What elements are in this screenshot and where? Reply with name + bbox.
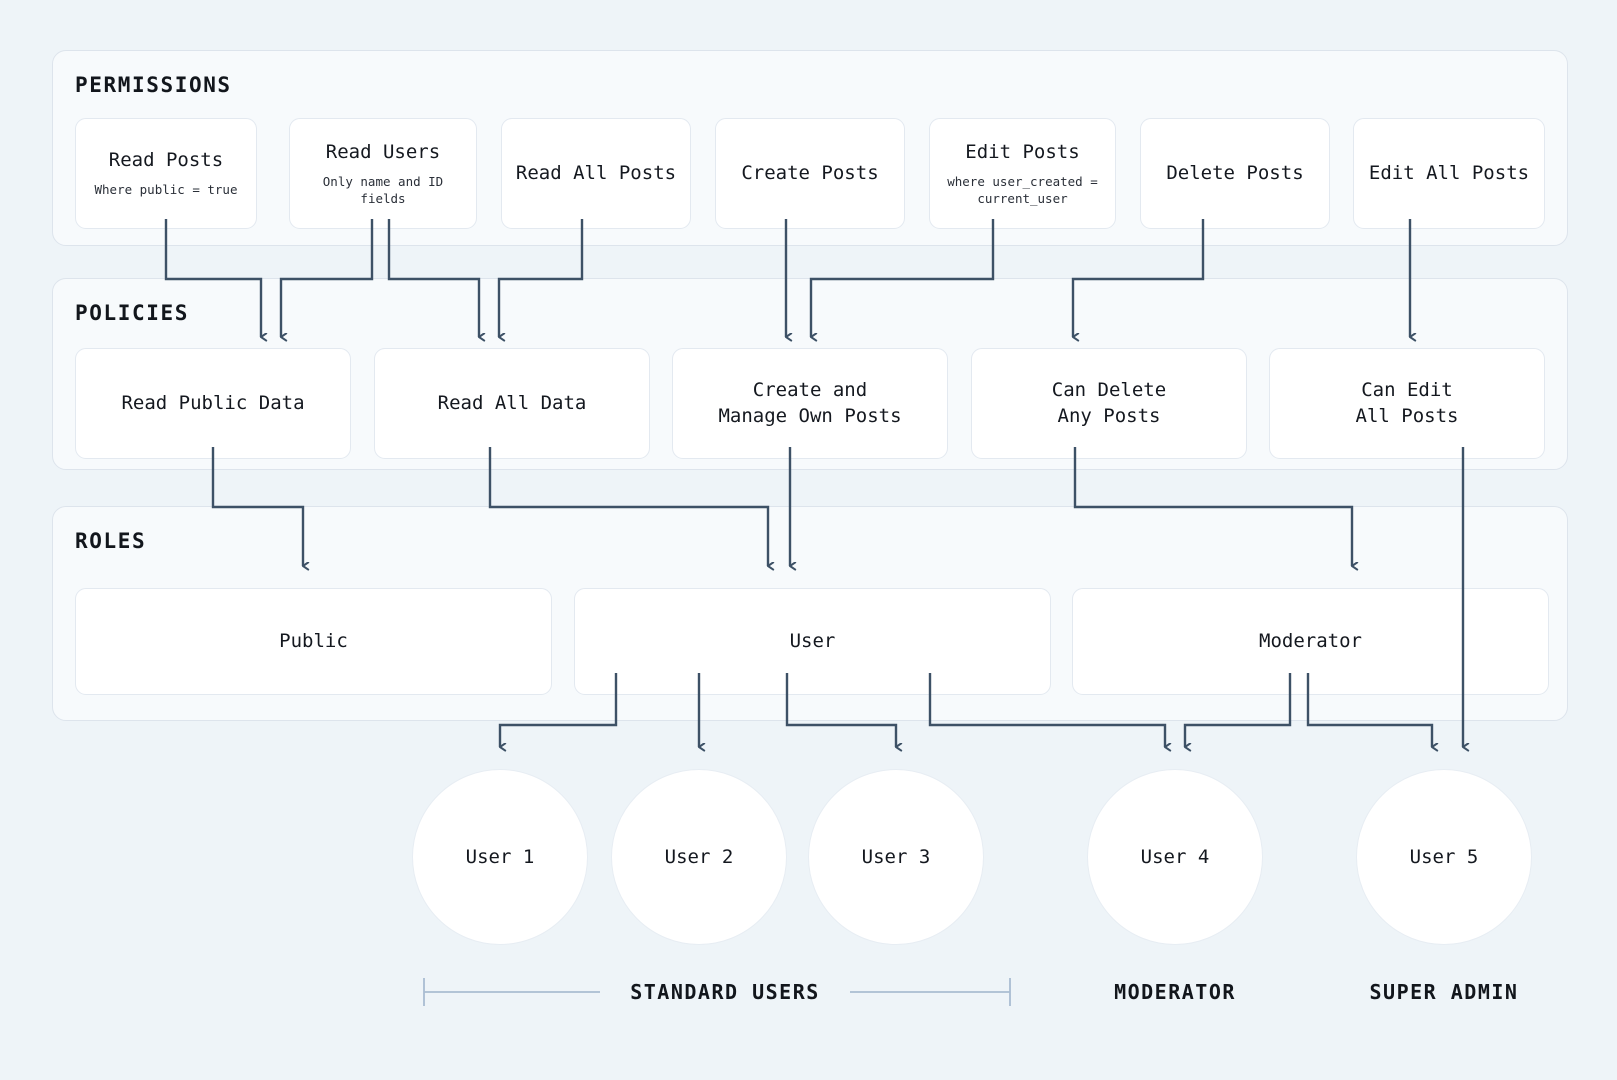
role-title: Moderator xyxy=(1259,629,1362,652)
policy-title: Can Edit All Posts xyxy=(1355,379,1459,427)
role-card-moderator[interactable]: Moderator xyxy=(1072,588,1549,695)
permission-card-read-posts[interactable]: Read Posts Where public = true xyxy=(75,118,257,229)
policy-card-read-public-data[interactable]: Read Public Data xyxy=(75,348,351,459)
permission-card-edit-posts[interactable]: Edit Posts where user_created = current_… xyxy=(929,118,1116,229)
policy-title: Can Delete Any Posts xyxy=(1051,379,1167,427)
permission-title: Read All Posts xyxy=(515,161,677,184)
role-card-public[interactable]: Public xyxy=(75,588,552,695)
permission-title: Read Posts xyxy=(108,149,224,172)
permission-title: Edit All Posts xyxy=(1368,161,1530,184)
user-circle-4[interactable]: User 4 xyxy=(1087,769,1263,945)
permission-title: Edit Posts xyxy=(965,140,1080,163)
user-label: User 2 xyxy=(664,846,734,868)
permission-card-read-users[interactable]: Read Users Only name and ID fields xyxy=(289,118,477,229)
group-label-standard-users: STANDARD USERS xyxy=(630,980,820,1004)
permission-card-read-all-posts[interactable]: Read All Posts xyxy=(501,118,691,229)
group-label-super-admin: SUPER ADMIN xyxy=(1369,980,1519,1004)
permission-subtitle: Where public = true xyxy=(94,182,238,198)
permission-subtitle: Only name and ID fields xyxy=(322,173,444,206)
permission-title: Read Users xyxy=(325,140,441,163)
roles-section-title: ROLES xyxy=(75,529,147,553)
user-circle-2[interactable]: User 2 xyxy=(611,769,787,945)
policy-card-read-all-data[interactable]: Read All Data xyxy=(374,348,650,459)
user-circle-1[interactable]: User 1 xyxy=(412,769,588,945)
user-label: User 5 xyxy=(1409,846,1479,868)
group-label-moderator: MODERATOR xyxy=(1114,980,1236,1004)
role-card-user[interactable]: User xyxy=(574,588,1051,695)
permission-card-delete-posts[interactable]: Delete Posts xyxy=(1140,118,1330,229)
policy-card-create-manage-own-posts[interactable]: Create and Manage Own Posts xyxy=(672,348,948,459)
policy-title: Create and Manage Own Posts xyxy=(718,379,902,427)
permission-subtitle: where user_created = current_user xyxy=(947,173,1098,206)
role-title: Public xyxy=(279,629,348,652)
role-title: User xyxy=(789,629,836,652)
permissions-section-title: PERMISSIONS xyxy=(75,73,232,97)
permission-card-create-posts[interactable]: Create Posts xyxy=(715,118,905,229)
user-circle-5[interactable]: User 5 xyxy=(1356,769,1532,945)
user-circle-3[interactable]: User 3 xyxy=(808,769,984,945)
policy-title: Read Public Data xyxy=(121,391,305,414)
policies-section-title: POLICIES xyxy=(75,301,189,325)
policy-card-can-delete-any-posts[interactable]: Can Delete Any Posts xyxy=(971,348,1247,459)
permission-title: Create Posts xyxy=(741,161,879,184)
policy-card-can-edit-all-posts[interactable]: Can Edit All Posts xyxy=(1269,348,1545,459)
user-label: User 1 xyxy=(465,846,535,868)
permission-title: Delete Posts xyxy=(1166,161,1304,184)
user-label: User 3 xyxy=(861,846,931,868)
user-label: User 4 xyxy=(1140,846,1210,868)
permission-card-edit-all-posts[interactable]: Edit All Posts xyxy=(1353,118,1545,229)
policy-title: Read All Data xyxy=(437,391,587,414)
